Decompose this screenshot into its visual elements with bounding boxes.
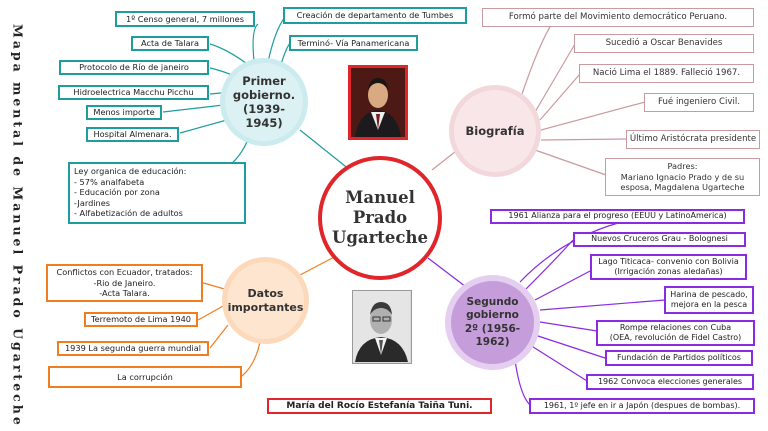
primer-item-hospital: Hospital Almenara. — [86, 127, 179, 142]
central-node: Manuel Prado Ugarteche — [318, 156, 442, 280]
segundo-item-japon: 1961, 1º jefe en ir a Japón (despues de … — [529, 398, 755, 414]
primer-item-menos-importe: Menos importe — [86, 105, 162, 120]
segundo-gobierno-node: Segundo gobierno 2º (1956- 1962) — [445, 275, 540, 370]
segundo-item-cruceros: Nuevos Cruceros Grau - Bolognesi — [573, 232, 746, 247]
portrait-photo-bw — [352, 290, 412, 364]
primer-item-hidroelectrica: Hidroelectrica Macchu Picchu — [58, 85, 209, 100]
primer-item-educacion: Ley organica de educación: - 57% analfab… — [68, 162, 246, 224]
segundo-item-titicaca: Lago Titicaca- convenio con Bolivia (Irr… — [590, 254, 747, 280]
segundo-item-elecciones: 1962 Convoca elecciones generales — [586, 374, 754, 390]
biografia-node: Biografía — [449, 85, 541, 177]
bio-item-padres: Padres: Mariano Ignacio Prado y de su es… — [605, 158, 760, 196]
portrait-photo-color — [348, 65, 408, 140]
primer-item-tumbes: Creación de departamento de Tumbes — [283, 7, 467, 24]
primer-gobierno-node: Primer gobierno. (1939- 1945) — [220, 58, 308, 146]
segundo-item-harina: Harina de pescado, mejora en la pesca — [664, 286, 754, 314]
bio-item-movimiento: Formó parte del Movimiento democrático P… — [482, 8, 754, 27]
author-credit: María del Rocío Estefanía Taiña Tuni. — [267, 398, 492, 414]
primer-item-censo: 1º Censo general, 7 millones — [115, 11, 255, 27]
datos-item-conflictos: Conflictos con Ecuador, tratados: -Rio d… — [46, 264, 203, 302]
segundo-item-partidos: Fundación de Partidos políticos — [605, 350, 753, 366]
datos-item-corrupcion: La corrupción — [48, 366, 242, 388]
datos-item-guerra: 1939 La segunda guerra mundial — [57, 341, 209, 356]
segundo-item-cuba: Rompe relaciones con Cuba (OEA, revoluci… — [596, 320, 755, 346]
bio-item-ingeniero: Fué ingeniero Civil. — [644, 93, 754, 112]
primer-item-panamericana: Terminó- Vía Panamericana — [289, 35, 418, 51]
bio-item-nacio: Nació Lima el 1889. Falleció 1967. — [579, 64, 754, 83]
segundo-item-alianza: 1961 Alianza para el progreso (EEUU y La… — [490, 209, 745, 224]
datos-importantes-node: Datos importantes — [222, 257, 309, 344]
primer-item-protocolo: Protocolo de Río de janeiro — [59, 60, 209, 75]
side-title-text: Mapa mental de Manuel Prado Ugarteche — [10, 24, 26, 428]
bio-item-aristocrata: Último Aristócrata presidente — [626, 130, 760, 149]
primer-item-acta-talara: Acta de Talara — [131, 36, 209, 51]
side-title: Mapa mental de Manuel Prado Ugarteche — [6, 24, 30, 428]
datos-item-terremoto: Terremoto de Lima 1940 — [84, 312, 198, 327]
bio-item-sucedio: Sucedió a Oscar Benavides — [574, 34, 754, 53]
